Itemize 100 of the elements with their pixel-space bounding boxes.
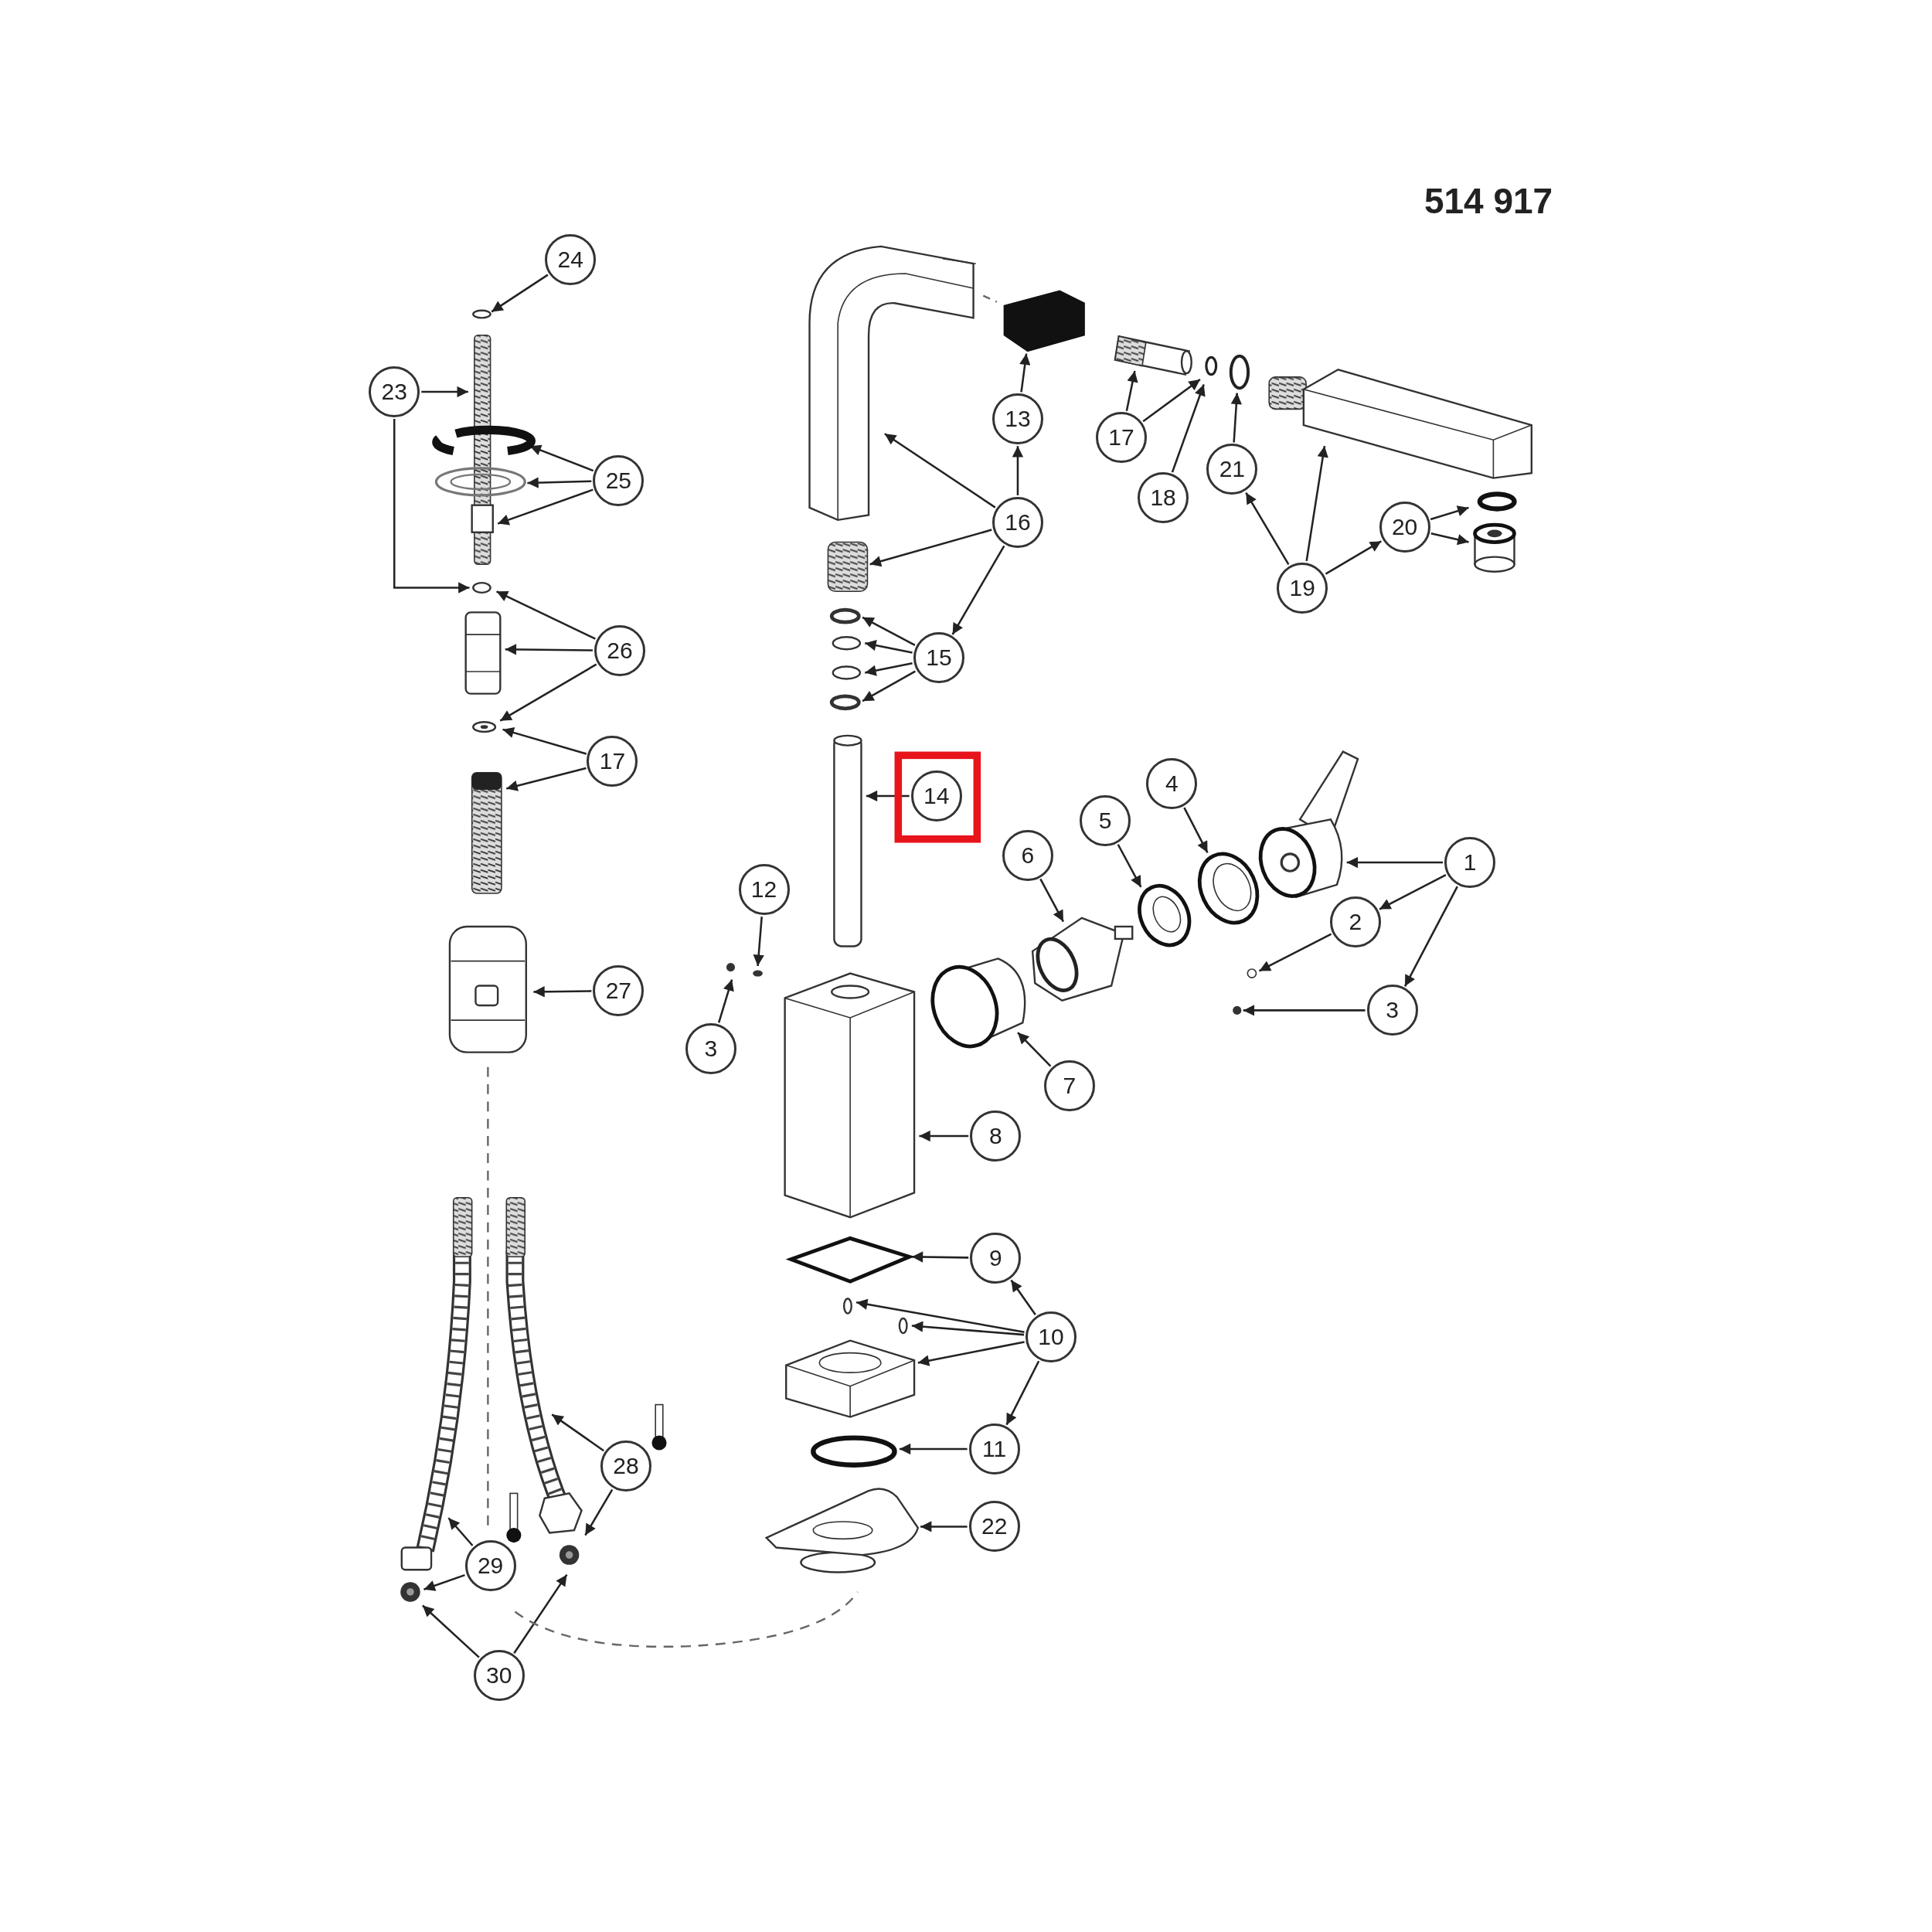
leader-line [862,616,916,647]
o-ring [1205,355,1218,376]
leader-line [551,1413,604,1452]
aerator [1473,522,1516,573]
leader-line [1017,1032,1052,1067]
leader-line [1012,446,1024,495]
leader-line [1142,379,1201,423]
leader-line [1430,532,1469,546]
leader-line [865,640,913,654]
leader-line [899,1443,968,1455]
o-ring [1229,354,1250,390]
leader-line [496,590,596,640]
cartridge [1114,335,1192,376]
leader-line [505,767,587,791]
leader-line [1039,878,1065,923]
callout-number: 14 [910,770,962,821]
leader-line [1243,1005,1366,1016]
leader-line [1325,540,1383,575]
tube [833,734,862,947]
base-plate [765,1488,919,1573]
callout-number: 3 [685,1022,736,1074]
callout-number: 6 [1002,829,1053,881]
callout-number: 29 [464,1540,516,1592]
callout-number: 7 [1043,1060,1095,1111]
ring [1197,852,1260,925]
leader-line [855,1298,1025,1334]
leader-line [1171,384,1206,473]
callout-number: 20 [1379,502,1430,553]
callout-number: 1 [1444,837,1496,889]
callout-number: 9 [970,1232,1022,1284]
leader-line [1403,886,1458,987]
cartridge [1031,917,1134,1002]
washer [472,309,492,319]
callout-number: 24 [545,234,597,286]
leader-line [421,386,468,398]
leader-line [884,433,996,509]
leader-line [499,663,597,722]
leader-line [1019,353,1031,393]
leader-line [502,727,587,755]
leader-line [865,662,913,676]
leader-line [422,1604,480,1658]
callout-number: 19 [1277,562,1328,614]
nut [559,1545,580,1565]
leader-line [1430,505,1469,521]
leader-line [584,1488,614,1536]
leader-line [1230,393,1242,443]
leader-line [497,488,594,526]
leader-line [529,444,594,472]
ball [1247,968,1257,978]
threaded-rod [471,334,494,566]
threaded-adapter [471,771,502,894]
callout-number: 21 [1206,444,1258,495]
spout [808,245,977,522]
ring [832,665,862,680]
washer [472,581,492,594]
leader-line [911,1251,969,1263]
callout-number: 30 [473,1650,525,1702]
retaining-clip [432,425,536,456]
leader-line [920,1521,968,1532]
pin [842,1298,852,1315]
callout-number: 17 [587,736,638,787]
pin [898,1317,908,1335]
leader-line [1117,844,1142,888]
leader-line [1010,1279,1036,1315]
callout-number: 18 [1138,472,1189,524]
ring [1477,492,1517,512]
leader-line [513,1573,568,1654]
callout-number: 2 [1329,896,1381,947]
leader-line [1183,807,1209,853]
ring [832,636,862,651]
o-ring [811,1435,897,1468]
ball [726,963,736,972]
callout-number: 15 [913,632,964,684]
leader-line [1005,1360,1040,1426]
callout-number: 13 [992,393,1043,445]
pin [753,970,763,977]
spout-arm [1268,369,1532,479]
callout-number: 26 [594,624,645,676]
leader-line [423,1573,465,1591]
leader-line [505,644,593,655]
leader-line [491,274,549,313]
callout-number: 8 [970,1111,1022,1162]
nut [400,1582,420,1602]
leader-line [866,790,910,802]
leader-line [1346,856,1444,869]
threaded-insert [827,541,869,593]
leader-line [717,979,734,1023]
sleeve [930,957,1026,1049]
leader-line [447,1517,474,1546]
lever-handle [1258,750,1359,898]
body-block [784,972,916,1219]
callout-number: 16 [992,497,1043,548]
ring [1138,883,1192,947]
washer [472,721,497,733]
ring [829,607,861,624]
leader-line [869,529,992,567]
aerator-housing [1003,290,1085,352]
callout-number: 4 [1146,758,1198,809]
callout-number: 28 [600,1440,651,1492]
leader-line [1245,492,1290,565]
